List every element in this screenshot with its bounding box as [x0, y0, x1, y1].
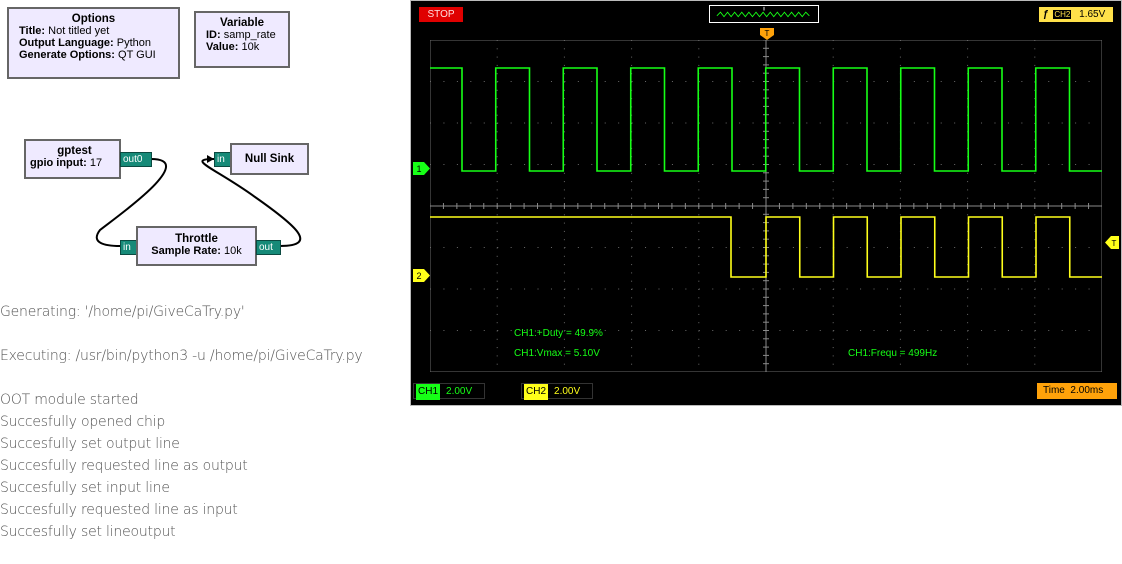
variable-id-row: ID: samp_rate	[206, 29, 276, 41]
trigger-position-marker[interactable]: T	[760, 28, 774, 40]
scope-bottom-bar: CH1 2.00V CH2 2.00V Time 2.00ms	[411, 379, 1121, 405]
throttle-param-row: Sample Rate: 10k	[151, 245, 242, 257]
options-block[interactable]: Options Title: Not titled yet Output Lan…	[7, 7, 180, 79]
options-language-row: Output Language: Python	[19, 37, 152, 49]
ch1-label: CH1	[416, 384, 441, 400]
measurement-ch1-freq: CH1:Frequ = 499Hz	[848, 348, 937, 359]
log-line: Succesfully requested line as input	[0, 502, 238, 518]
trigger-level-marker[interactable]: T	[1105, 236, 1119, 249]
variable-value-row: Value: 10k	[206, 41, 260, 53]
log-generating: Generating: '/home/pi/GiveCaTry.py'	[0, 304, 245, 320]
log-line: Succesfully set lineoutput	[0, 524, 176, 540]
measurement-ch1-vmax: CH1:Vmax = 5.10V	[514, 348, 600, 359]
log-line: OOT module started	[0, 392, 139, 408]
throttle-in-port[interactable]: in	[120, 240, 137, 255]
null-sink-in-port[interactable]: in	[214, 152, 231, 167]
time-label: Time	[1043, 385, 1065, 396]
ch1-trace	[430, 67, 1102, 172]
variable-block[interactable]: Variable ID: samp_rate Value: 10k	[194, 11, 290, 68]
ch1-scale-readout[interactable]: CH1 2.00V	[413, 383, 485, 400]
svg-text:2: 2	[416, 271, 421, 281]
log-line: Succesfully set output line	[0, 436, 180, 452]
options-title-row: Title: Not titled yet	[19, 25, 110, 37]
measurement-ch1-duty: CH1:+Duty = 49.9%	[514, 328, 603, 339]
ch2-scale: 2.00V	[554, 386, 581, 397]
time-scale: 2.00ms	[1070, 385, 1104, 396]
options-generate-row: Generate Options: QT GUI	[19, 49, 156, 61]
trigger-level: 1.65V	[1079, 9, 1106, 20]
null-sink-block[interactable]: Null Sink	[230, 143, 309, 175]
ch2-scale-readout[interactable]: CH2 2.00V	[521, 383, 593, 400]
scope-top-bar: STOP ƒ CH2 1.65V	[411, 1, 1121, 28]
throttle-out-port[interactable]: out	[256, 240, 281, 255]
gptest-block[interactable]: gptest gpio input: 17	[24, 139, 121, 179]
svg-text:T: T	[1112, 239, 1117, 248]
throttle-block[interactable]: Throttle Sample Rate: 10k	[136, 226, 257, 266]
scope-screen: CH1:+Duty = 49.9% CH1:Vmax = 5.10V CH1:F…	[430, 40, 1102, 372]
svg-text:T: T	[765, 29, 770, 38]
variable-block-title: Variable	[219, 17, 265, 29]
ch2-level-marker[interactable]: 2	[413, 269, 430, 282]
timebase-readout[interactable]: Time 2.00ms	[1037, 383, 1117, 399]
ch1-scale: 2.00V	[446, 386, 473, 397]
options-block-title: Options	[71, 13, 116, 25]
trigger-edge-icon: ƒ	[1043, 9, 1049, 20]
waveform-overview[interactable]	[709, 5, 819, 23]
svg-text:1: 1	[416, 164, 421, 174]
log-executing: Executing: /usr/bin/python3 -u /home/pi/…	[0, 348, 363, 364]
gptest-param-row: gpio input: 17	[30, 157, 103, 169]
trigger-readout[interactable]: ƒ CH2 1.65V	[1039, 7, 1113, 22]
log-line: Succesfully set input line	[0, 480, 170, 496]
trigger-channel: CH2	[1053, 10, 1072, 19]
ch1-level-marker[interactable]: 1	[413, 162, 430, 175]
oscilloscope-window: STOP ƒ CH2 1.65V CH1:+Duty = 49.9% CH1:V…	[410, 0, 1122, 406]
throttle-block-title: Throttle	[175, 233, 218, 245]
null-sink-block-title: Null Sink	[244, 153, 295, 165]
log-line: Succesfully opened chip	[0, 414, 166, 430]
gptest-out-port[interactable]: out0	[120, 152, 152, 167]
gptest-block-title: gptest	[57, 145, 92, 157]
ch2-trace	[430, 216, 1102, 278]
status-badge[interactable]: STOP	[419, 7, 463, 22]
log-line: Succesfully requested line as output	[0, 458, 248, 474]
ch2-label: CH2	[524, 384, 549, 400]
